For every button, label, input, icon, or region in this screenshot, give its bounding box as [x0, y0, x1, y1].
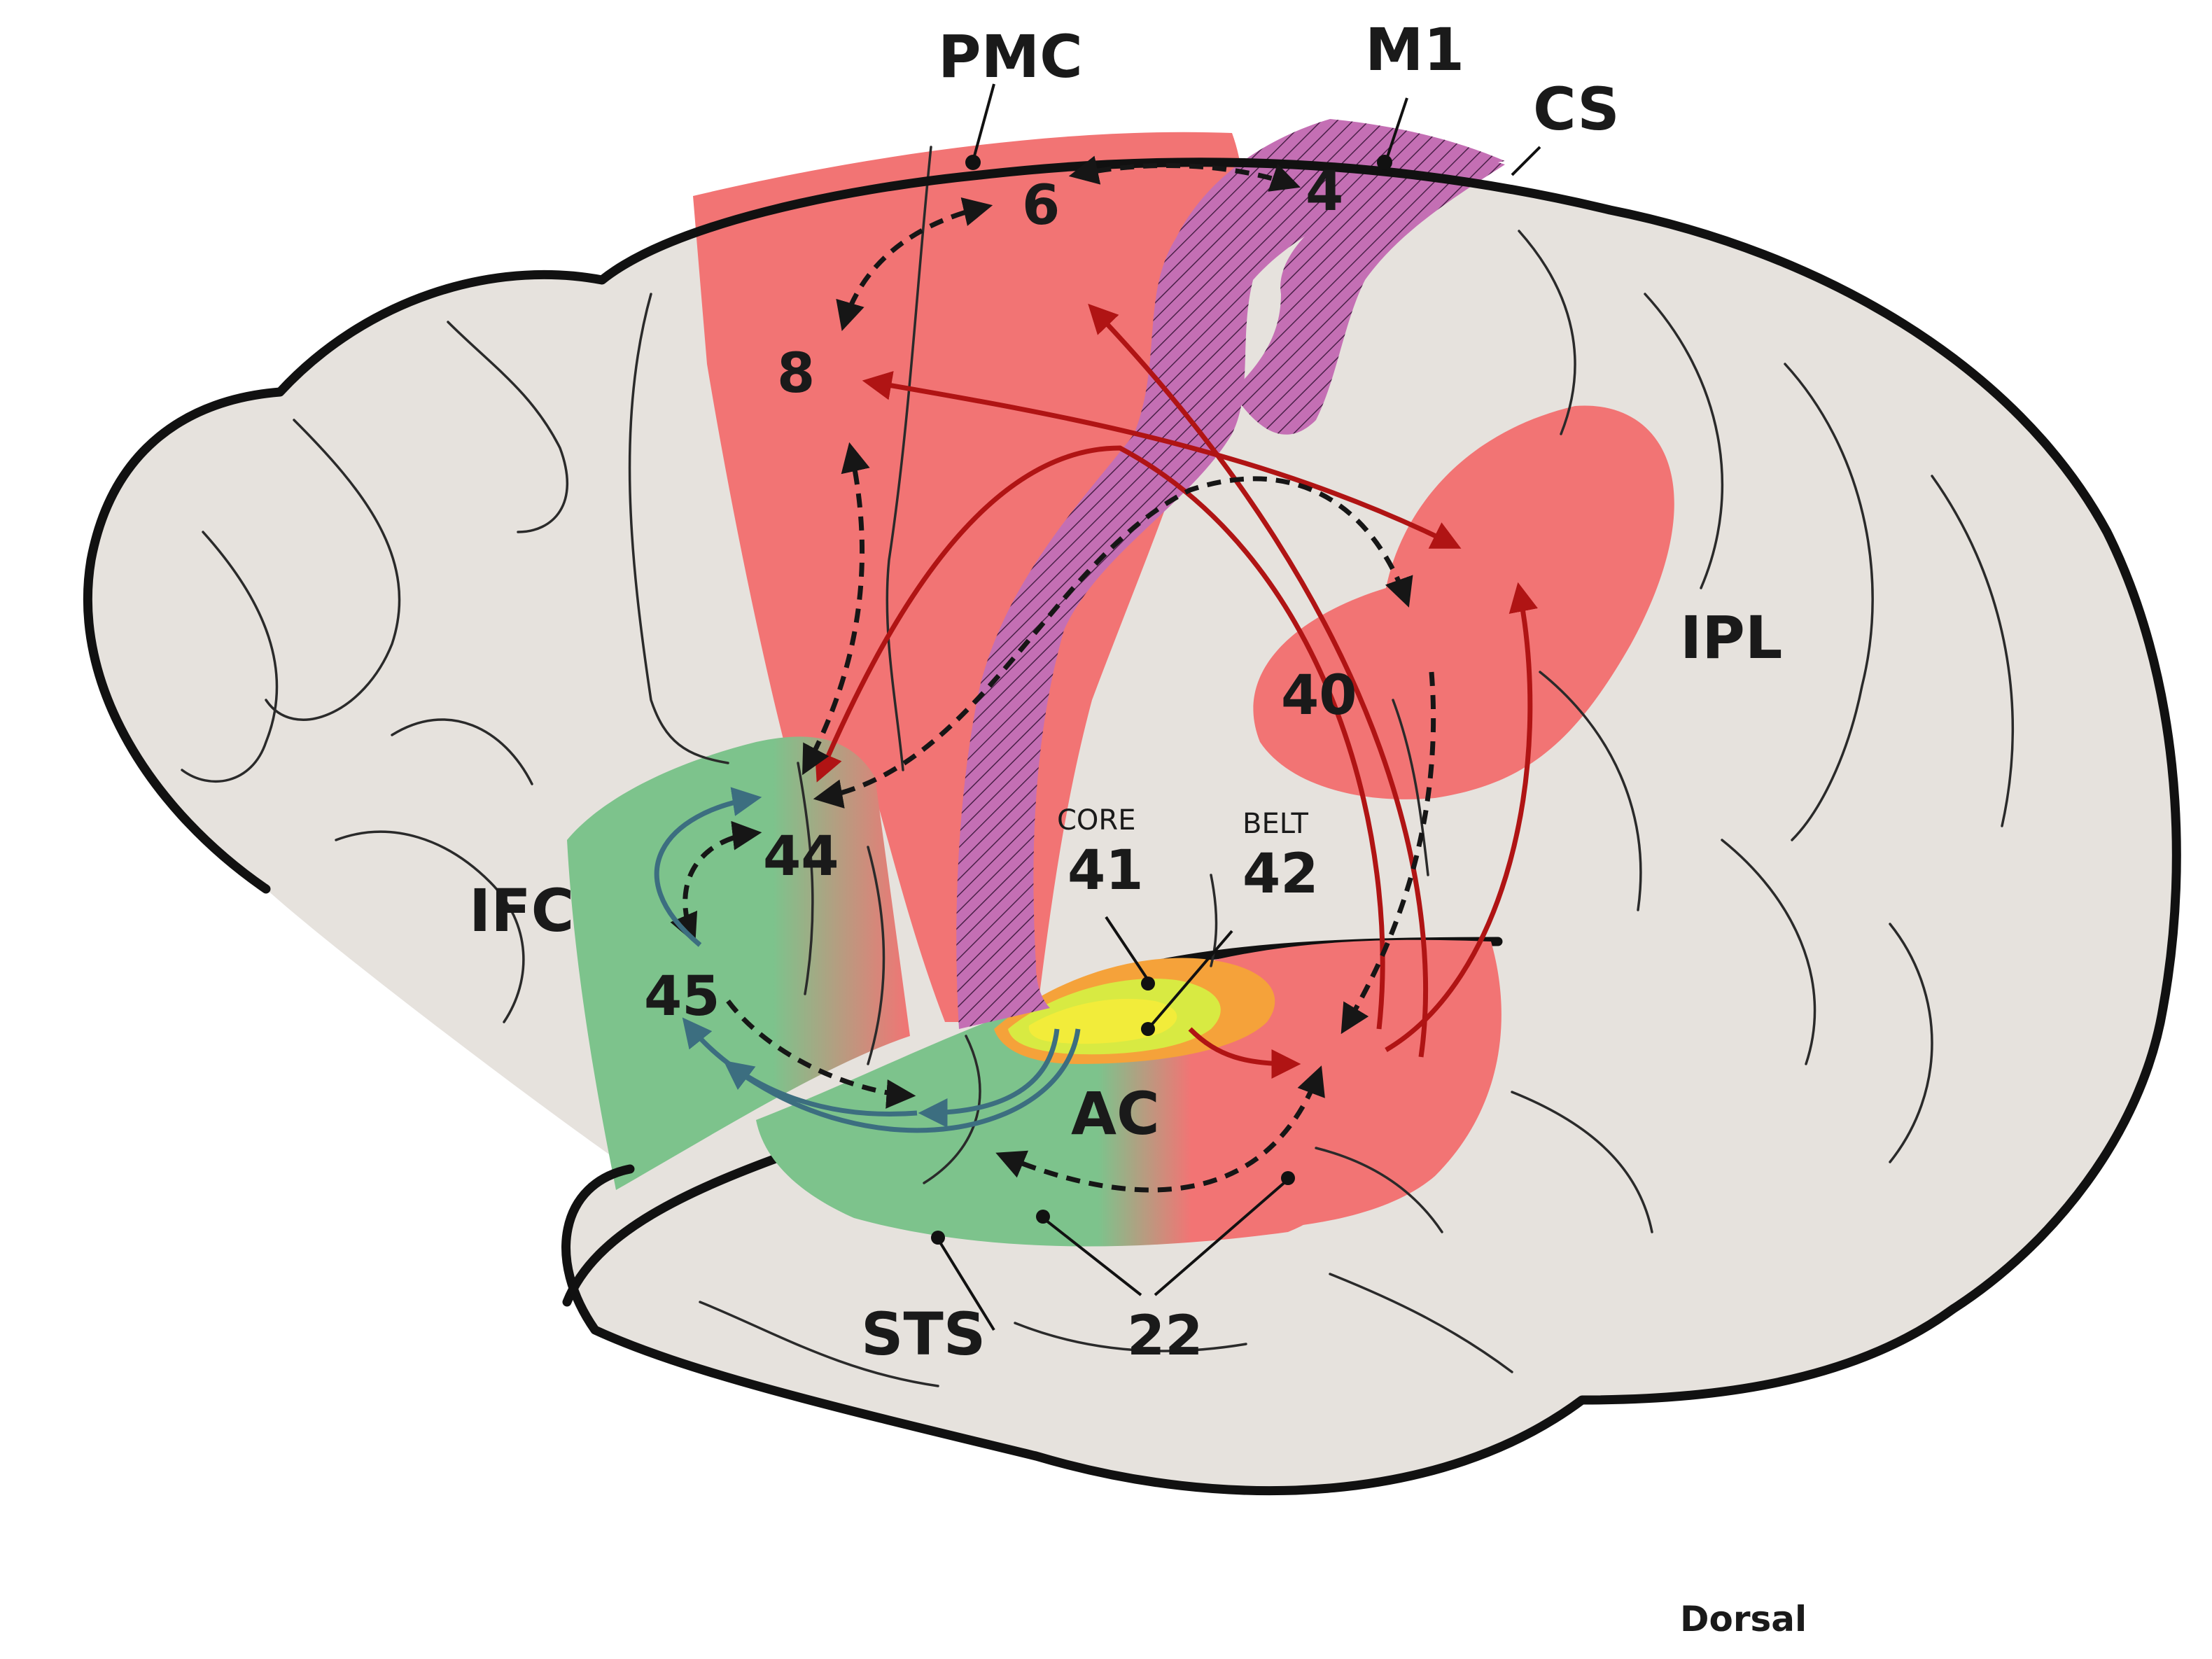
leader-dots: [931, 155, 1392, 1245]
label-sts: STS: [861, 1300, 986, 1368]
belt-marker-dot: [1141, 1022, 1155, 1036]
label-ac: AC: [1071, 1079, 1160, 1148]
label-dorsal: Dorsal: [1680, 1599, 1807, 1639]
label-ipl: IPL: [1680, 603, 1782, 672]
m1-strip-upper: [1232, 159, 1505, 435]
leader-lines: [937, 83, 1541, 1331]
label-area-45: 45: [644, 965, 720, 1028]
label-area-44: 44: [763, 825, 839, 888]
pmc-marker-dot: [965, 155, 981, 170]
area-22-marker-dot-a: [1036, 1210, 1050, 1224]
label-core: CORE: [1057, 804, 1135, 836]
label-area-8: 8: [777, 342, 815, 405]
sulci: [181, 146, 2015, 1387]
label-area-42: 42: [1242, 843, 1319, 906]
label-area-4: 4: [1306, 160, 1343, 223]
label-belt: BELT: [1242, 808, 1308, 840]
cerebrum-outline: [83, 158, 2181, 1496]
ifc-region: [567, 736, 910, 1190]
label-area-6: 6: [1022, 174, 1060, 237]
area-22-marker-dot-b: [1281, 1171, 1295, 1185]
label-area-22: 22: [1127, 1305, 1203, 1368]
label-pmc: PMC: [938, 22, 1083, 91]
label-m1: M1: [1365, 15, 1464, 84]
label-area-40: 40: [1281, 664, 1357, 727]
label-cs: CS: [1533, 75, 1620, 144]
label-area-41: 41: [1068, 839, 1144, 902]
dashed-pathways: [670, 155, 1436, 1193]
core-marker-dot: [1141, 976, 1155, 990]
m1-strip: [956, 119, 1505, 1029]
labels: PMC M1 CS 6 4 8 IPL 40 44 IFC 45 CORE 41…: [469, 15, 1807, 1639]
label-ifc: IFC: [469, 876, 574, 945]
m1-marker-dot: [1377, 155, 1392, 170]
sts-marker-dot: [931, 1231, 945, 1245]
blue-pathways: [654, 787, 1081, 1133]
core-center: [1028, 998, 1177, 1044]
